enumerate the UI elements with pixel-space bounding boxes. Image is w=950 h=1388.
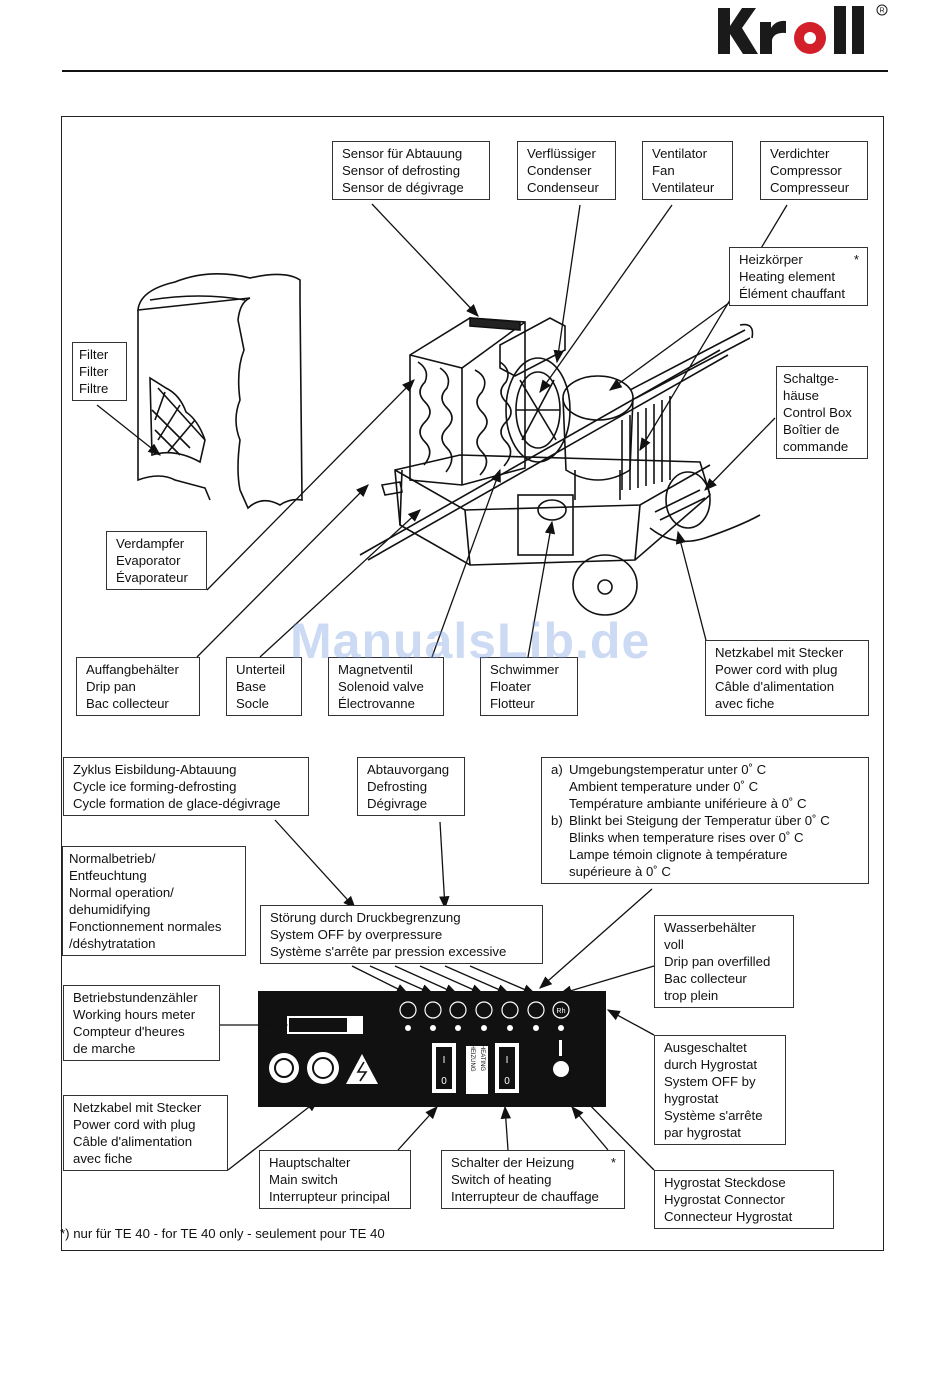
watermark: ManualsLib.de (290, 613, 651, 669)
footnote: *) nur für TE 40 - for TE 40 only - seul… (60, 1226, 385, 1241)
header-rule (62, 70, 888, 72)
main-switch-on: I (443, 1055, 446, 1066)
heat-switch-on: I (506, 1055, 509, 1066)
label-ambient-temperature: a)Umgebungstemperatur unter 0˚ C Ambient… (541, 757, 869, 884)
heating-word-de: HEIZUNG (469, 1045, 475, 1072)
heating-word-en: HEATING (479, 1045, 485, 1072)
heat-switch-off: 0 (504, 1076, 510, 1087)
kroll-logo: R (718, 4, 888, 54)
control-panel-drawing (258, 991, 606, 1107)
hours-unit: h (352, 1021, 359, 1033)
dehumidifier-drawing (359, 317, 761, 616)
svg-text:R: R (879, 8, 884, 15)
main-switch-off: 0 (441, 1076, 447, 1087)
diagram-frame (61, 116, 884, 1251)
filter-housing-drawing (137, 273, 303, 510)
rh-label: Rh (557, 1008, 566, 1015)
